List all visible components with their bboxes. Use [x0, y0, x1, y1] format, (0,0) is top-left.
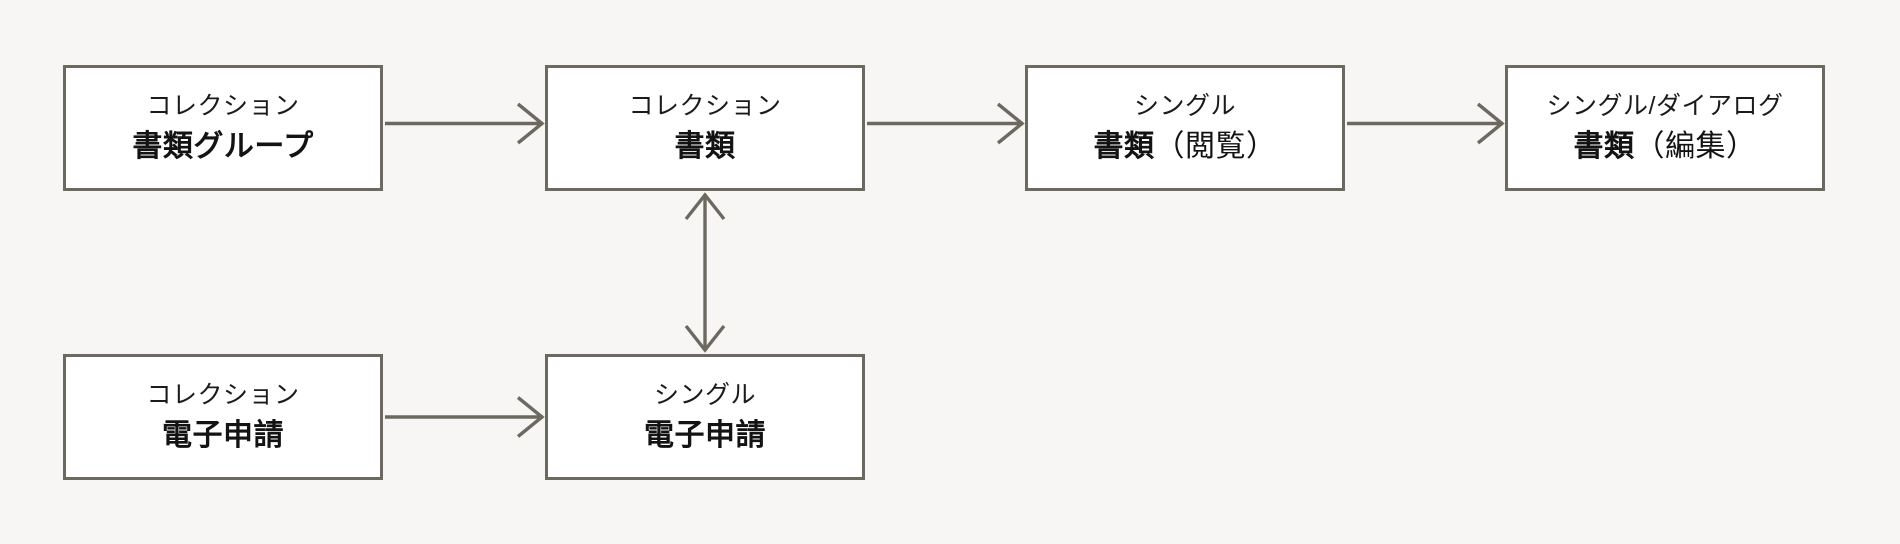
node-document-edit[interactable]: シングル/ダイアログ 書類（編集）	[1505, 65, 1825, 191]
node-kind-label: コレクション	[146, 92, 300, 120]
node-title-label: 書類（編集）	[1573, 130, 1757, 163]
node-document-collection[interactable]: コレクション 書類	[545, 65, 865, 191]
node-application-collection[interactable]: コレクション 電子申請	[63, 354, 383, 480]
node-kind-label: コレクション	[628, 92, 782, 120]
node-kind-label: シングル/ダイアログ	[1546, 92, 1784, 120]
node-document-group[interactable]: コレクション 書類グループ	[63, 65, 383, 191]
node-title-label: 書類グループ	[132, 130, 314, 163]
node-kind-label: シングル	[1133, 92, 1236, 120]
edge-doc-group-to-doc-coll	[385, 102, 545, 145]
node-title-label: 電子申請	[162, 419, 284, 452]
node-title-label: 電子申請	[644, 419, 766, 452]
node-kind-label: シングル	[653, 381, 756, 409]
edge-doc-view-to-doc-edit	[1347, 102, 1505, 145]
edge-doc-coll-app-single	[684, 192, 726, 353]
node-kind-label: コレクション	[146, 381, 300, 409]
node-application-single[interactable]: シングル 電子申請	[545, 354, 865, 480]
edge-doc-coll-to-doc-view	[867, 102, 1025, 145]
edge-app-coll-to-app-single	[385, 396, 545, 438]
node-document-view[interactable]: シングル 書類（閲覧）	[1025, 65, 1345, 191]
node-title-label: 書類	[674, 130, 736, 163]
node-title-label: 書類（閲覧）	[1093, 130, 1277, 163]
